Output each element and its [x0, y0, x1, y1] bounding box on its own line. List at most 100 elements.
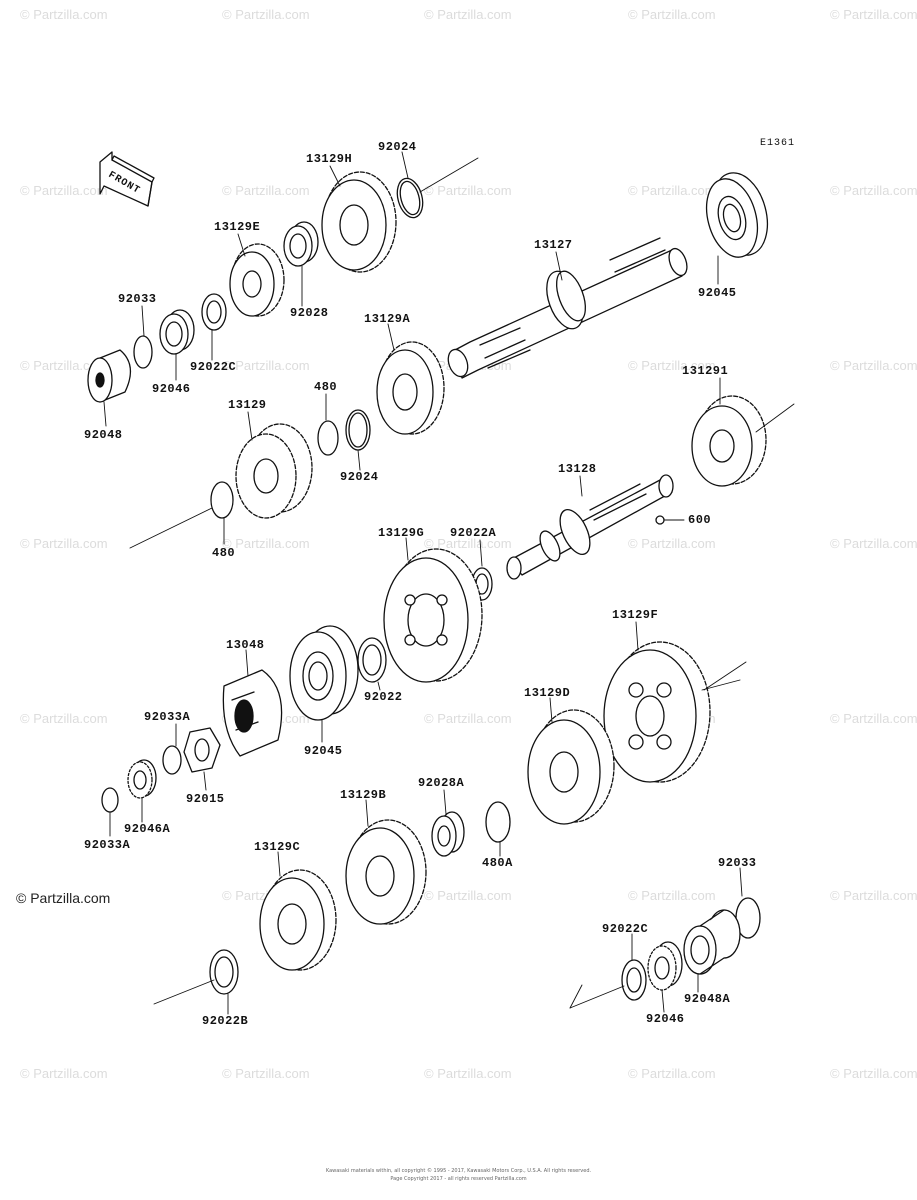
watermark: © Partzilla.com [628, 1066, 716, 1081]
part-label-92024-top[interactable]: 92024 [378, 140, 417, 154]
gear-13129G [383, 548, 483, 683]
gear-13129D [527, 709, 615, 825]
watermark: © Partzilla.com [424, 888, 512, 903]
part-label-92022A[interactable]: 92022A [450, 526, 497, 540]
washer-92022C-bottom [621, 959, 647, 1001]
watermark: © Partzilla.com [830, 358, 917, 373]
part-label-13129A[interactable]: 13129A [364, 312, 411, 326]
circlip-92033A-top [162, 745, 182, 775]
gear-13129H [321, 171, 397, 273]
axis-lines [129, 157, 795, 1009]
part-label-92022C-bottom[interactable]: 92022C [602, 922, 649, 936]
copyright-notice: © Partzilla.com [16, 890, 111, 906]
part-label-92048A[interactable]: 92048A [684, 992, 731, 1006]
part-label-92046-bottom[interactable]: 92046 [646, 1012, 685, 1026]
part-label-13129[interactable]: 13129 [228, 398, 267, 412]
watermark: © Partzilla.com [222, 7, 310, 22]
watermark: © Partzilla.com [628, 888, 716, 903]
gear-131291 [691, 395, 767, 487]
watermark: © Partzilla.com [830, 1066, 917, 1081]
watermark: © Partzilla.com [424, 1066, 512, 1081]
part-label-13129G[interactable]: 13129G [378, 526, 425, 540]
part-label-600[interactable]: 600 [688, 513, 712, 527]
washer-92022B [209, 949, 239, 995]
front-arrow-icon [99, 151, 155, 207]
watermark: © Partzilla.com [424, 536, 512, 551]
part-label-92022B[interactable]: 92022B [202, 1014, 249, 1028]
part-label-13048[interactable]: 13048 [226, 638, 265, 652]
watermark: © Partzilla.com [830, 711, 917, 726]
part-label-92045-mid[interactable]: 92045 [304, 744, 343, 758]
part-label-92046-top[interactable]: 92046 [152, 382, 191, 396]
pin-600 [655, 515, 665, 525]
part-label-92028A[interactable]: 92028A [418, 776, 465, 790]
part-label-13129B[interactable]: 13129B [340, 788, 387, 802]
part-label-92033A-bottom[interactable]: 92033A [84, 838, 131, 852]
label-leaders [103, 151, 743, 1015]
watermark: © Partzilla.com [222, 1066, 310, 1081]
watermark: © Partzilla.com [20, 536, 108, 551]
gear-13129F [603, 641, 711, 783]
circlip-92033-top [133, 335, 153, 369]
needle-bearing-92046-bottom [647, 941, 683, 991]
footer-line-2: Page Copyright 2017 - all rights reserve… [390, 1176, 527, 1182]
collar-92048A [683, 909, 741, 976]
part-label-92033-bottom[interactable]: 92033 [718, 856, 757, 870]
part-label-92033A-top[interactable]: 92033A [144, 710, 191, 724]
gear-13129E [229, 243, 285, 317]
bearing-92045-mid [289, 625, 359, 721]
part-label-13128[interactable]: 13128 [558, 462, 597, 476]
washer-92022C-top [201, 293, 227, 331]
footer-line-1: Kawasaki materials within, all copyright… [325, 1168, 592, 1174]
part-label-92048[interactable]: 92048 [84, 428, 123, 442]
watermark: © Partzilla.com [830, 7, 917, 22]
watermark: © Partzilla.com [20, 1066, 108, 1081]
part-label-92046A[interactable]: 92046A [124, 822, 171, 836]
gear-13129A [376, 341, 445, 435]
part-label-92015[interactable]: 92015 [186, 792, 225, 806]
part-label-13129H[interactable]: 13129H [306, 152, 353, 166]
bush-92028 [283, 221, 319, 267]
needle-bearing-92046A [127, 759, 157, 799]
part-label-13129C[interactable]: 13129C [254, 840, 301, 854]
circlip-92033A-bottom [101, 787, 119, 813]
gear-13129 [235, 423, 313, 519]
part-label-13129E[interactable]: 13129E [214, 220, 261, 234]
part-label-92022[interactable]: 92022 [364, 690, 403, 704]
collar-92048 [87, 349, 132, 403]
part-label-480A[interactable]: 480A [482, 856, 513, 870]
part-label-13127[interactable]: 13127 [534, 238, 573, 252]
watermark: © Partzilla.com [628, 536, 716, 551]
watermark: © Partzilla.com [628, 7, 716, 22]
watermark: © Partzilla.com [222, 358, 310, 373]
shaft-13128 [506, 474, 674, 580]
part-label-92028[interactable]: 92028 [290, 306, 329, 320]
watermark: © Partzilla.com [222, 183, 310, 198]
part-label-131291[interactable]: 131291 [682, 364, 729, 378]
gear-13129C [259, 869, 337, 971]
diagram-code: E1361 [760, 138, 796, 149]
part-label-92045-top[interactable]: 92045 [698, 286, 737, 300]
bearing-92045-top [705, 172, 769, 258]
part-label-13129D[interactable]: 13129D [524, 686, 571, 700]
part-label-480-mid[interactable]: 480 [212, 546, 236, 560]
needle-bearing-92046-top [159, 309, 195, 355]
circlip-480-top [317, 420, 339, 456]
part-label-92024-mid[interactable]: 92024 [340, 470, 379, 484]
part-label-92033-top[interactable]: 92033 [118, 292, 157, 306]
watermark: © Partzilla.com [20, 183, 108, 198]
watermark: © Partzilla.com [424, 711, 512, 726]
cam-13048 [222, 669, 283, 757]
washer-92022 [357, 637, 387, 683]
watermark: © Partzilla.com [424, 7, 512, 22]
watermark: © Partzilla.com [830, 888, 917, 903]
watermark: © Partzilla.com [20, 358, 108, 373]
watermark: © Partzilla.com [628, 358, 716, 373]
watermark: © Partzilla.com [20, 7, 108, 22]
gear-13129B [345, 819, 427, 925]
watermark: © Partzilla.com [424, 183, 512, 198]
part-label-13129F[interactable]: 13129F [612, 608, 659, 622]
part-label-480-top[interactable]: 480 [314, 380, 338, 394]
nut-92015 [183, 727, 221, 773]
part-label-92022C-top[interactable]: 92022C [190, 360, 237, 374]
